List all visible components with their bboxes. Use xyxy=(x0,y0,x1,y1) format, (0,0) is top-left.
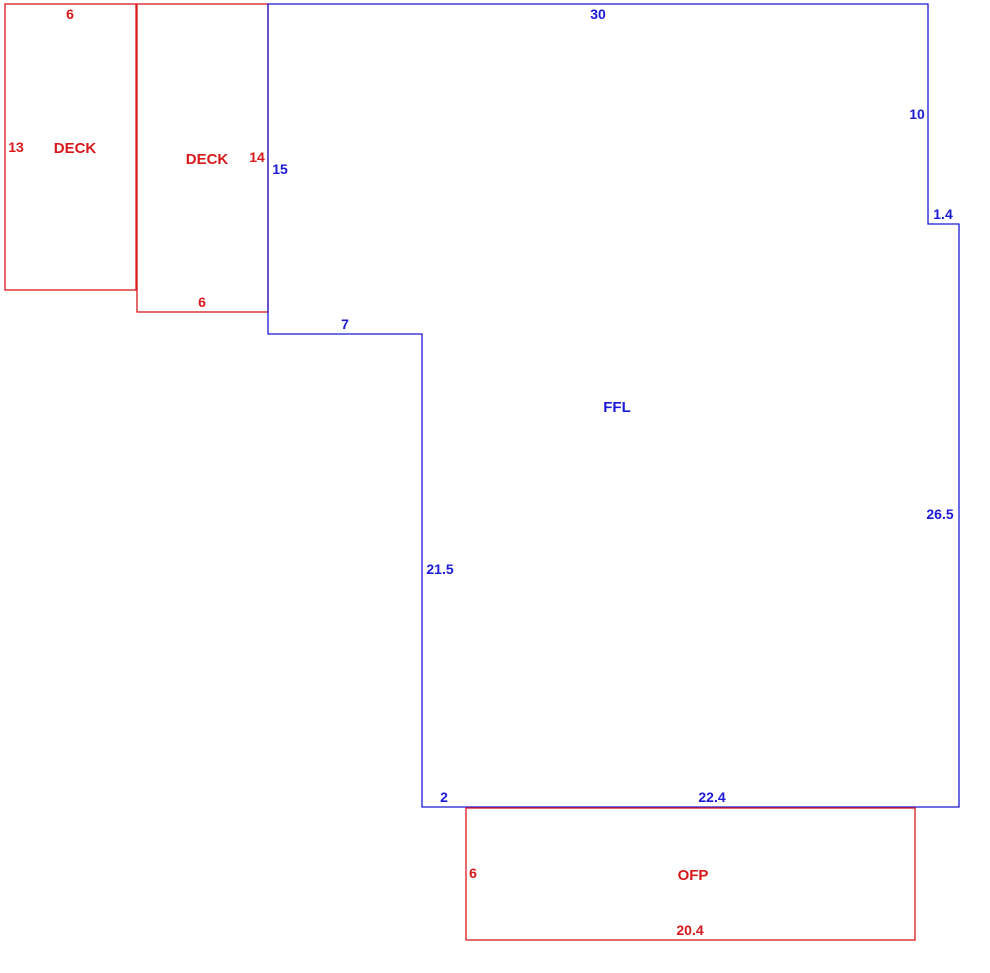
porch-bottom-dimension: 20.4 xyxy=(676,922,703,938)
porch-side-dimension: 6 xyxy=(469,865,477,881)
deck-left-side-dimension: 13 xyxy=(8,139,24,155)
deck-left-label: DECK xyxy=(54,140,97,157)
porch-outline xyxy=(465,807,916,941)
deck-left-area: 6 13 DECK xyxy=(4,3,137,291)
deck-left-top-dimension: 6 xyxy=(66,6,74,22)
main-floor-right-upper-dimension: 10 xyxy=(909,106,925,122)
deck-right-area: DECK 14 6 xyxy=(136,3,269,313)
main-floor-bottom-left-dimension: 2 xyxy=(440,789,448,805)
deck-right-side-dimension: 14 xyxy=(249,149,265,165)
deck-right-bottom-dimension: 6 xyxy=(198,294,206,310)
main-floor-area: 30 10 1.4 15 7 FFL 26.5 21.5 2 22.4 xyxy=(267,3,960,808)
deck-right-label: DECK xyxy=(186,151,229,168)
main-floor-right-lower-dimension: 26.5 xyxy=(926,506,953,522)
porch-label: OFP xyxy=(678,867,709,884)
main-floor-left-lower-dimension: 21.5 xyxy=(426,561,453,577)
main-floor-notch-dimension: 7 xyxy=(341,316,349,332)
main-floor-outline xyxy=(267,3,960,808)
main-floor-top-dimension: 30 xyxy=(590,6,606,22)
porch-area: 6 OFP 20.4 xyxy=(465,807,916,941)
main-floor-jog-dimension: 1.4 xyxy=(933,206,953,222)
deck-left-outline xyxy=(4,3,137,291)
main-floor-label: FFL xyxy=(603,399,631,416)
main-floor-bottom-dimension: 22.4 xyxy=(698,789,725,805)
main-floor-left-upper-dimension: 15 xyxy=(272,161,288,177)
